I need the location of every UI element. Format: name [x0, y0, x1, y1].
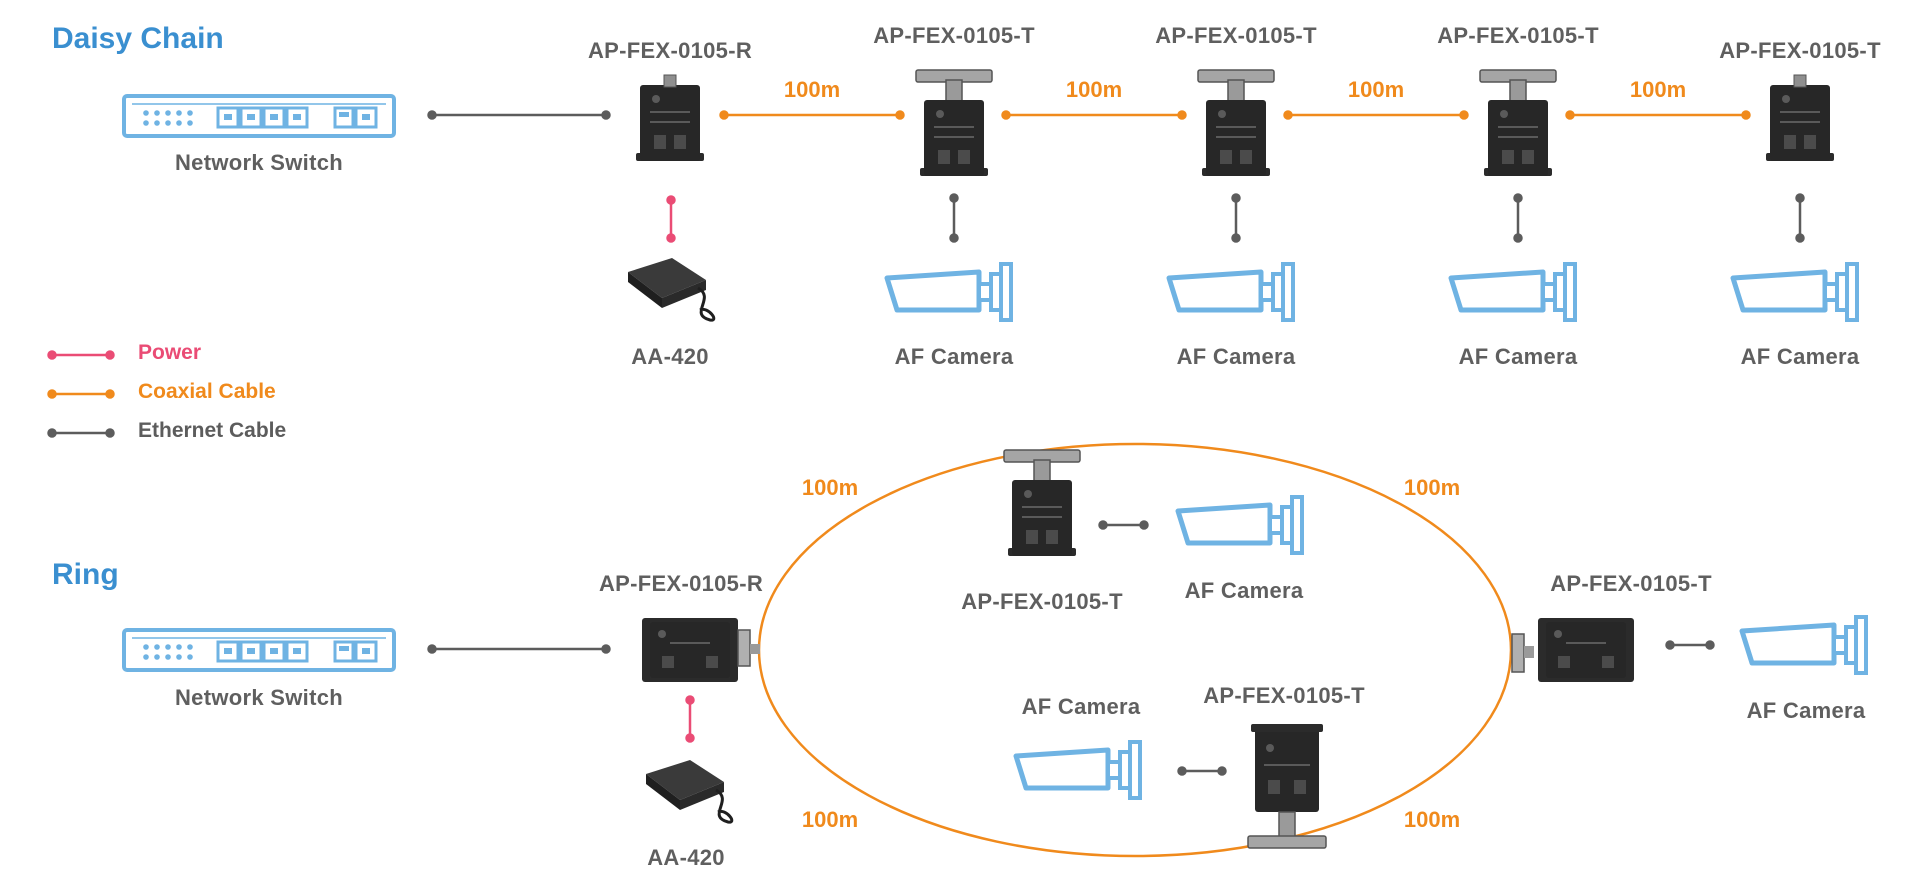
switch-label: Network Switch — [174, 150, 344, 175]
camera-label: AF Camera — [1184, 578, 1304, 603]
camera-label: AF Camera — [1021, 694, 1141, 719]
section-title-daisy-chain: Daisy Chain — [52, 22, 224, 55]
coaxial-cable — [719, 110, 1751, 120]
power-adapter-icon — [626, 256, 716, 322]
transmitter-label: AP-FEX-0105-T — [1550, 571, 1712, 596]
network-switch-icon — [122, 94, 396, 138]
ring-transmitter-right-icon — [1511, 618, 1634, 682]
camera-label: AF Camera — [894, 344, 1014, 369]
ethernet-cable — [1177, 766, 1227, 776]
camera-icon — [1451, 264, 1575, 320]
transmitter-label: AP-FEX-0105-T — [1155, 23, 1317, 48]
legend-power-line — [47, 350, 115, 360]
camera-icon — [1178, 497, 1302, 553]
ring-distance-label: 100m — [801, 807, 859, 832]
ethernet-cable — [1665, 640, 1715, 650]
camera-icon — [887, 264, 1011, 320]
ring-transmitter-bottom-icon — [1247, 724, 1327, 849]
receiver-label: AP-FEX-0105-R — [587, 38, 753, 63]
transmitter-icon — [1197, 69, 1275, 177]
receiver-label: AP-FEX-0105-R — [598, 571, 764, 596]
distance-label: 100m — [1347, 77, 1405, 102]
power-adapter-label: AA-420 — [647, 845, 725, 870]
camera-icon — [1169, 264, 1293, 320]
legend-coaxial-line — [47, 389, 115, 399]
ring-distance-label: 100m — [801, 475, 859, 500]
ethernet-cable — [1098, 520, 1149, 530]
transmitter-icon — [915, 69, 993, 177]
transmitter-label: AP-FEX-0105-T — [961, 589, 1123, 614]
section-title-ring: Ring — [52, 558, 119, 591]
legend-coaxial-label: Coaxial Cable — [138, 380, 276, 403]
camera-icon — [1733, 264, 1857, 320]
transmitter-icon — [1479, 69, 1557, 177]
transmitter-label: AP-FEX-0105-T — [1203, 683, 1365, 708]
network-switch-icon — [122, 628, 396, 672]
ring-distance-label: 100m — [1403, 475, 1461, 500]
transmitter-label: AP-FEX-0105-T — [873, 23, 1035, 48]
ethernet-cable — [427, 644, 611, 654]
ethernet-cable — [427, 110, 611, 120]
distance-label: 100m — [1629, 77, 1687, 102]
power-adapter-icon — [644, 758, 734, 824]
ring-receiver-icon — [642, 618, 760, 682]
legend-power-label: Power — [138, 341, 202, 364]
camera-label: AF Camera — [1746, 698, 1866, 723]
power-cable — [666, 195, 676, 243]
distance-label: 100m — [783, 77, 841, 102]
power-cable — [685, 695, 695, 743]
power-adapter-label: AA-420 — [631, 344, 709, 369]
camera-label: AF Camera — [1740, 344, 1860, 369]
camera-icon — [1742, 617, 1866, 673]
transmitter-label: AP-FEX-0105-T — [1719, 38, 1881, 63]
camera-icon — [1016, 742, 1140, 798]
transmitter-icon — [1003, 449, 1081, 557]
camera-label: AF Camera — [1458, 344, 1578, 369]
transmitter-icon — [1765, 74, 1835, 162]
receiver-icon — [635, 74, 705, 162]
transmitter-label: AP-FEX-0105-T — [1437, 23, 1599, 48]
legend-ethernet-line — [47, 428, 115, 438]
legend-ethernet-label: Ethernet Cable — [138, 419, 287, 442]
switch-label: Network Switch — [174, 685, 344, 710]
ring-distance-label: 100m — [1403, 807, 1461, 832]
distance-label: 100m — [1065, 77, 1123, 102]
ethernet-cable — [949, 193, 1805, 243]
camera-label: AF Camera — [1176, 344, 1296, 369]
